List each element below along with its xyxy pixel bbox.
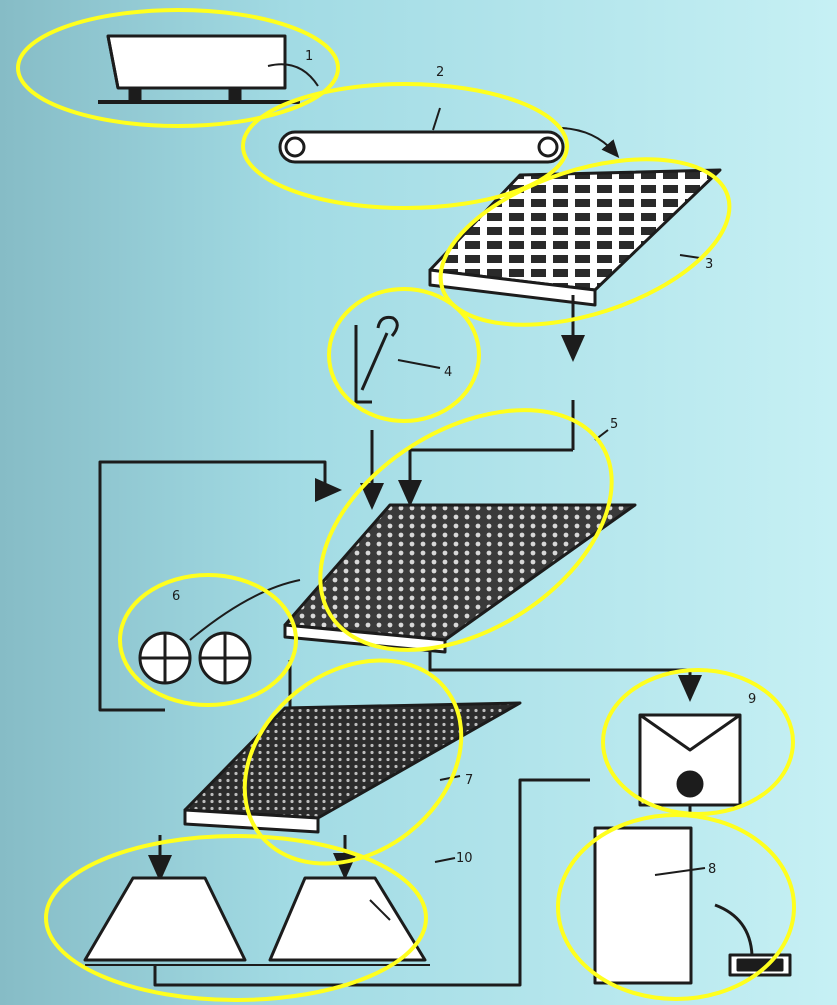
storage-bin (98, 36, 318, 102)
callout-8: 8 (708, 862, 716, 877)
callout-10: 10 (456, 851, 473, 866)
crusher-hammer (356, 317, 440, 402)
grizzly-screen (430, 170, 720, 305)
callout-1: 1 (305, 49, 313, 64)
vibrating-screen (285, 430, 635, 652)
fine-screen (185, 703, 520, 832)
storage-tank (595, 828, 790, 983)
callout-7: 7 (465, 773, 473, 788)
callout-4: 4 (444, 365, 452, 380)
settling-cones (85, 858, 520, 985)
callout-9: 9 (748, 692, 756, 707)
loading-bunker (640, 715, 740, 812)
callout-5: 5 (610, 417, 618, 432)
callout-3: 3 (705, 257, 713, 272)
callout-6: 6 (172, 589, 180, 604)
roll-crusher (140, 580, 300, 683)
highlight-crusher (329, 289, 479, 421)
callout-2: 2 (436, 65, 444, 80)
